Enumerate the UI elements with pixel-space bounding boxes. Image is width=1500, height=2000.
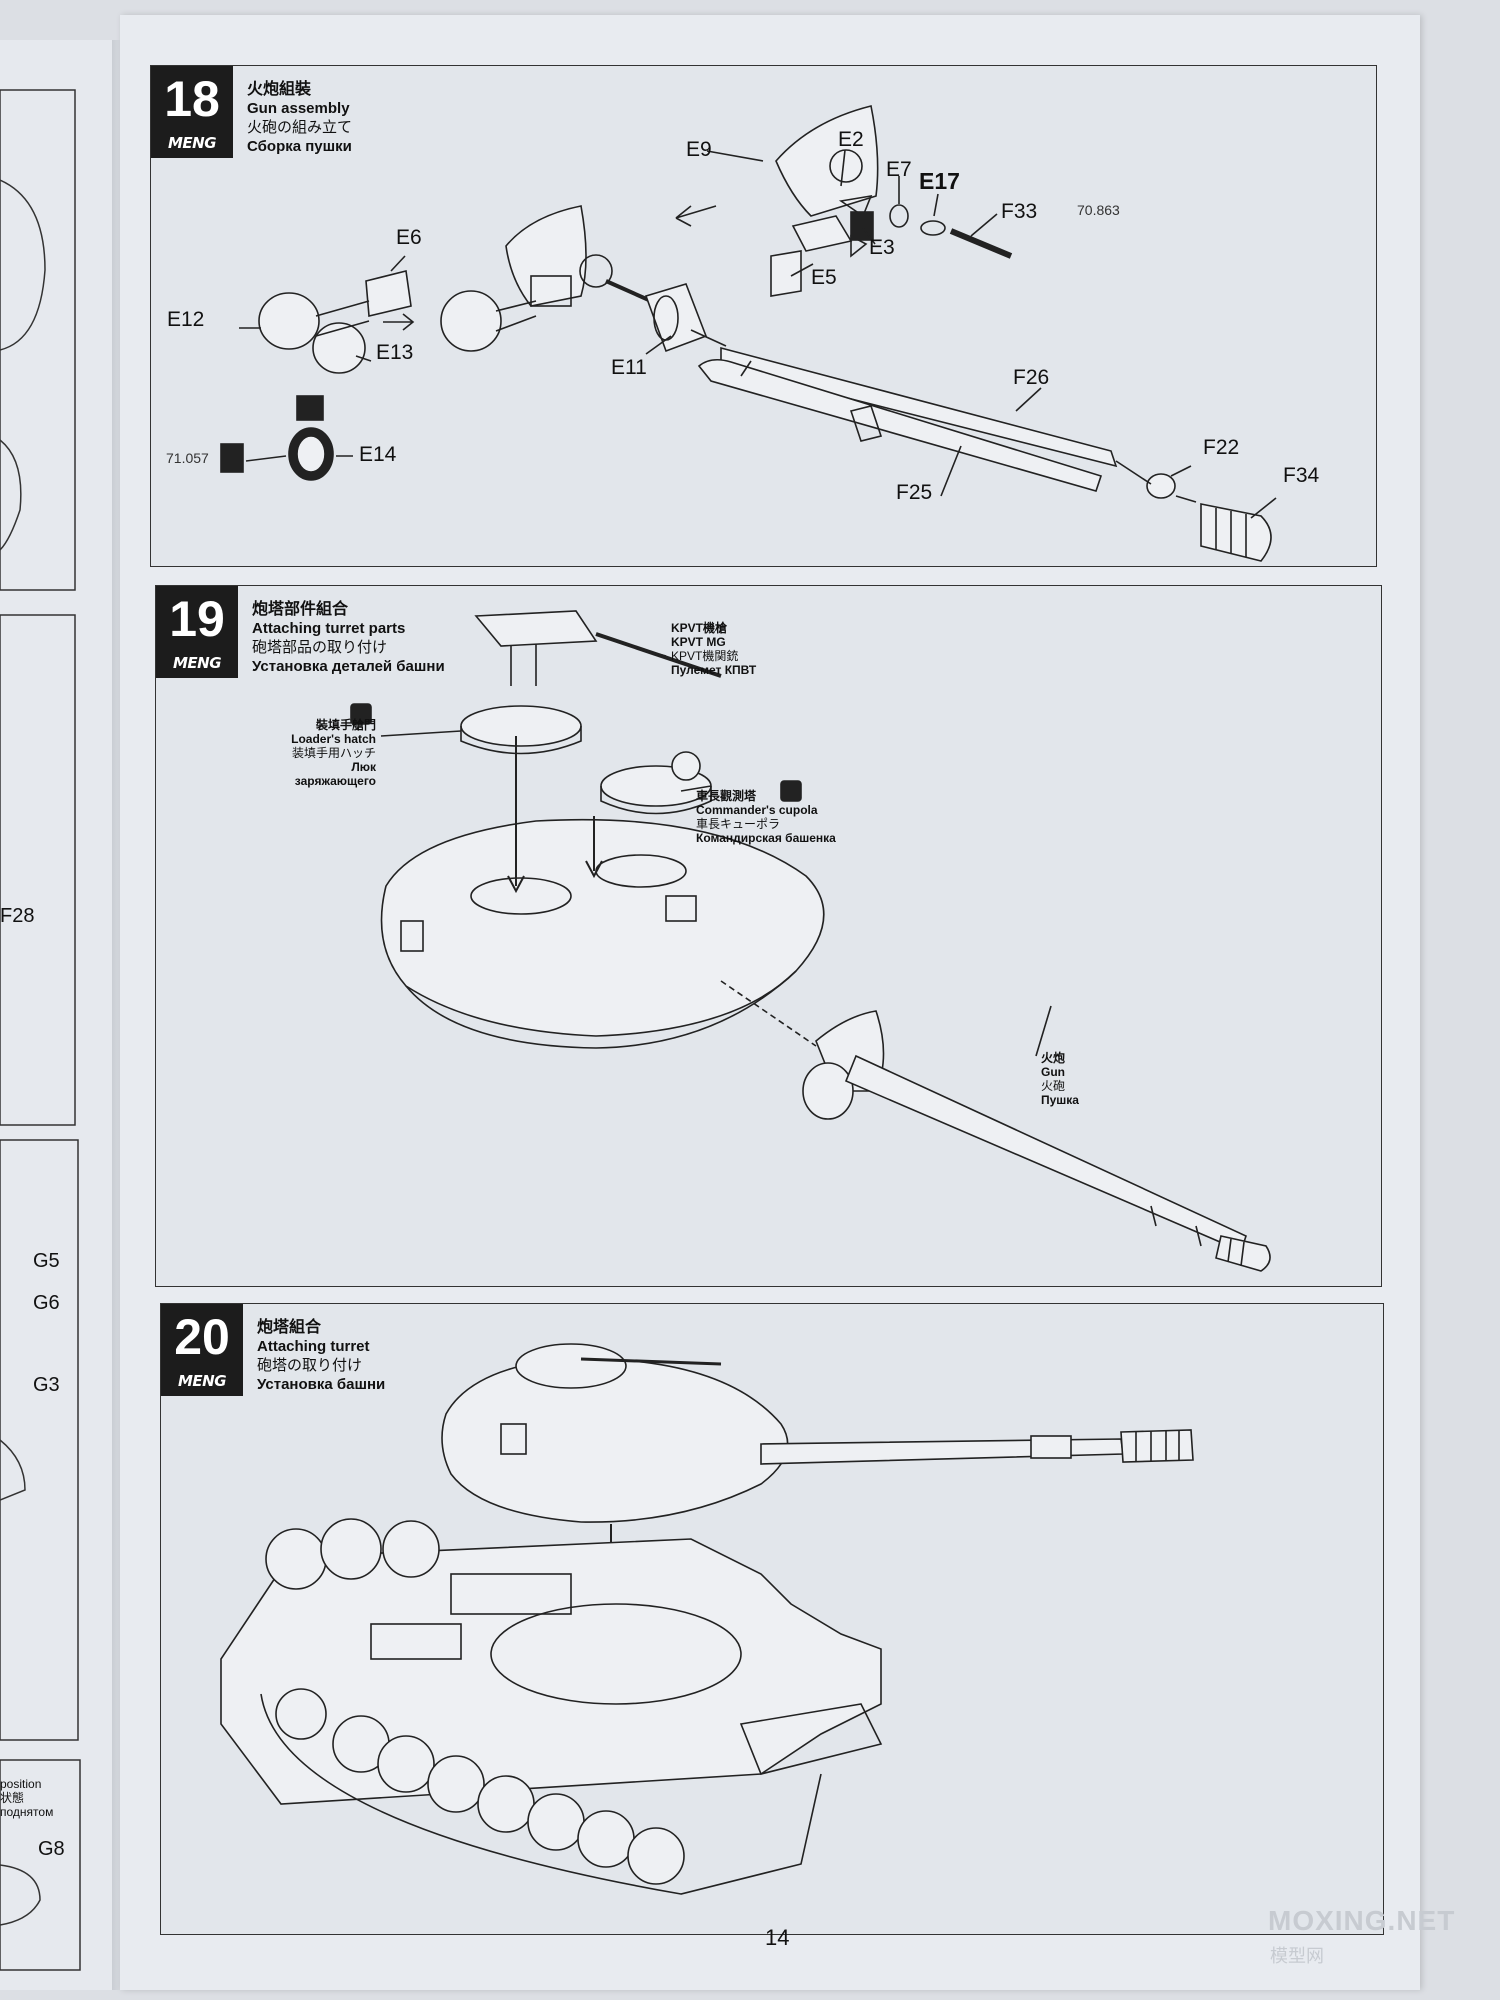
part-label: G6 (33, 1292, 60, 1314)
part-label: F28 (0, 905, 35, 927)
step-19-panel: 19 MENG 炮塔部件組合 Attaching turret parts 砲塔… (155, 585, 1382, 1287)
part-label-f34: F34 (1283, 464, 1320, 487)
caption: поднятом (0, 1805, 54, 1819)
title-english: Gun assembly (247, 100, 350, 117)
caption-line: 車長キューポラ (696, 817, 781, 831)
caption-line: Loader's hatch (291, 732, 376, 746)
step-title: 炮塔部件組合 Attaching turret parts 砲塔部品の取り付け … (252, 600, 445, 676)
commander-cupola-caption: 車長觀測塔 Commander's cupola 車長キューポラ Команди… (696, 789, 836, 845)
title-english: Attaching turret parts (252, 620, 406, 637)
caption: 状態 (0, 1791, 25, 1805)
caption-line: KPVT MG (671, 635, 726, 649)
part-label-f26: F26 (1013, 366, 1050, 389)
part-label-e7: E7 (886, 158, 912, 181)
caption-line: 裝填手艙門 (315, 718, 376, 732)
step-18-panel: 18 MENG 火炮組裝 Gun assembly 火砲の組み立て Сборка… (150, 65, 1377, 567)
paint-code: 71.057 (166, 450, 209, 466)
gun-assembly-drawing (220, 105, 1277, 562)
watermark-text: MOXING.NET (1268, 1905, 1456, 1936)
part-label-e11: E11 (611, 356, 647, 379)
title-chinese: 炮塔部件組合 (252, 601, 349, 618)
step-number-box: 18 MENG (151, 66, 233, 158)
part-label-e3: E3 (869, 236, 895, 259)
step-number-box: 19 MENG (156, 586, 238, 678)
part-label-e2: E2 (838, 128, 864, 151)
watermark-subtext: 模型网 (1270, 1946, 1324, 1966)
part-label-e17: E17 (919, 168, 960, 194)
part-label: G3 (33, 1374, 60, 1396)
caption-line: 火砲 (1041, 1079, 1066, 1093)
title-russian: Установка башни (257, 1376, 386, 1393)
step-title: 火炮組裝 Gun assembly 火砲の組み立て Сборка пушки (247, 80, 352, 156)
title-chinese: 火炮組裝 (247, 81, 312, 98)
part-label: G8 (38, 1838, 65, 1860)
brand-logo: MENG (177, 1372, 227, 1390)
brand-logo: MENG (172, 654, 222, 672)
kpvt-mg-caption: KPVT機槍 KPVT MG KPVT機関銃 Пулемет КПВТ (671, 621, 756, 677)
caption-line: KPVT機槍 (671, 621, 728, 635)
left-page: F28 G5 G6 G3 G8 position 状態 поднятом (0, 40, 121, 1990)
caption-line: Пушка (1041, 1093, 1079, 1107)
left-page-drawing (0, 89, 81, 1971)
part-label: G5 (33, 1250, 60, 1272)
part-label-e12: E12 (167, 308, 205, 331)
caption-line: 火炮 (1041, 1051, 1066, 1065)
part-label-e13: E13 (376, 341, 414, 364)
title-english: Attaching turret (257, 1338, 370, 1355)
caption: position (0, 1777, 42, 1791)
page-number: 14 (765, 1925, 790, 1950)
title-japanese: 火砲の組み立て (247, 119, 353, 136)
step-number-box: 20 MENG (161, 1304, 243, 1396)
step-title: 炮塔組合 Attaching turret 砲塔の取り付け Установка … (257, 1318, 385, 1394)
part-label-e6: E6 (396, 226, 422, 249)
caption-line: KPVT機関銃 (671, 649, 739, 663)
right-page: 18 MENG 火炮組裝 Gun assembly 火砲の組み立て Сборка… (120, 15, 1420, 1990)
title-japanese: 砲塔の取り付け (257, 1357, 363, 1374)
gun-caption: 火炮 Gun 火砲 Пушка (1041, 1051, 1079, 1107)
part-label-f33: F33 (1001, 200, 1038, 223)
step-number: 18 (164, 71, 220, 127)
caption-line: Люк заряжающего (294, 760, 376, 788)
part-label-e5: E5 (811, 266, 837, 289)
brand-logo: MENG (167, 134, 217, 152)
title-russian: Установка деталей башни (252, 658, 445, 675)
part-label-f22: F22 (1203, 436, 1240, 459)
loader-hatch-caption: 裝填手艙門 Loader's hatch 装填手用ハッチ Люк заряжаю… (286, 718, 376, 788)
turret-attach-drawing (220, 1343, 1194, 1895)
caption-line: Gun (1041, 1065, 1065, 1079)
part-label-f25: F25 (896, 481, 933, 504)
caption-line: Пулемет КПВТ (671, 663, 757, 677)
title-russian: Сборка пушки (247, 138, 352, 155)
part-label-e9: E9 (686, 138, 712, 161)
step-number: 19 (169, 591, 225, 647)
caption-line: 車長觀測塔 (696, 789, 757, 803)
title-chinese: 炮塔組合 (257, 1319, 322, 1336)
turret-parts-drawing (350, 610, 1271, 1272)
paint-code: 70.863 (1077, 202, 1120, 218)
caption-line: 装填手用ハッチ (291, 746, 376, 760)
caption-line: Командирская башенка (696, 831, 836, 845)
part-label-e14: E14 (359, 443, 397, 466)
caption-line: Commander's cupola (696, 803, 818, 817)
title-japanese: 砲塔部品の取り付け (252, 639, 388, 656)
step-number: 20 (174, 1309, 230, 1365)
step-20-panel: 20 MENG 炮塔組合 Attaching turret 砲塔の取り付け Ус… (160, 1303, 1384, 1935)
